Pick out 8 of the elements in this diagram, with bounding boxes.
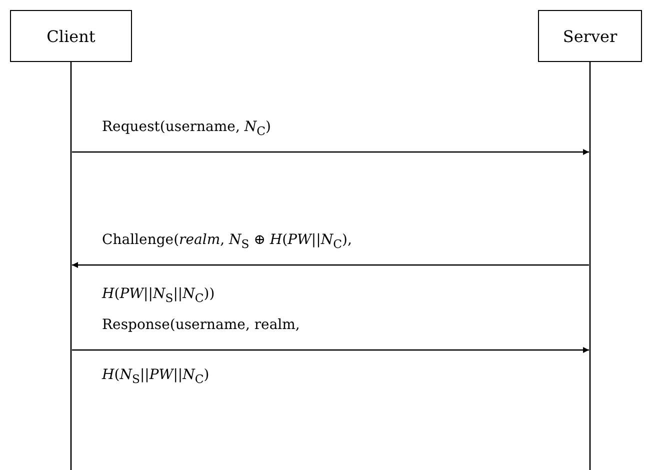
message-arrow: [72, 262, 589, 268]
message-label: Challenge(realm, N$_{S}$ ⊕ H(PW||N$_{C}$), H(PW||N$_{S}$||N$_{C}$)): [102, 231, 353, 307]
participant-box: Client: [10, 10, 132, 62]
message-label: Response(username, realm, H(N$_{S}$||PW||N$_{C}$): [102, 316, 301, 388]
message-arrow: [72, 149, 589, 155]
message-label: Request(username, N$_{C}$): [102, 118, 272, 140]
message-arrow: [72, 347, 589, 353]
participant-box: Server: [538, 10, 642, 62]
